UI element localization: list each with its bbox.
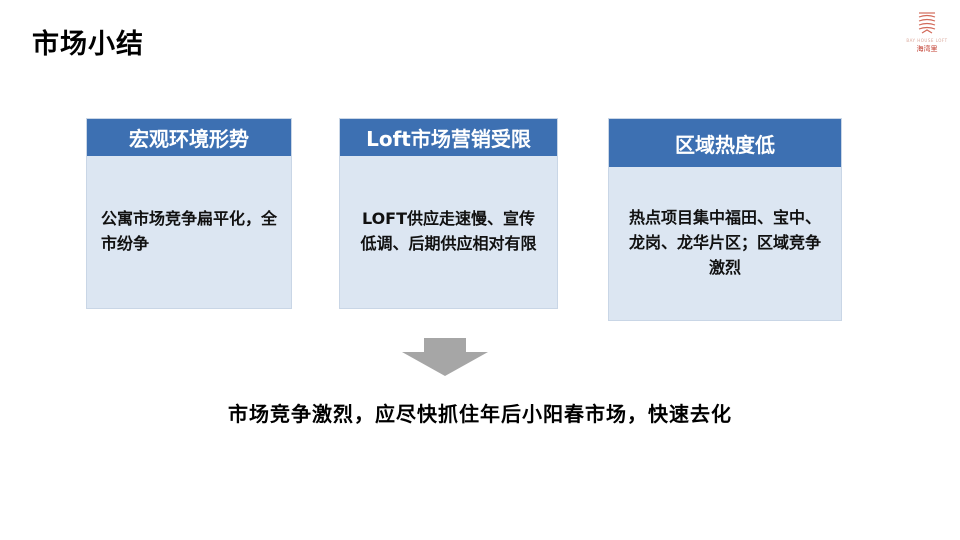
card-body: 公寓市场竞争扁平化，全市纷争: [87, 156, 291, 308]
card-header: 宏观环境形势: [87, 119, 291, 156]
logo-mark-icon: [918, 12, 936, 34]
card-body: 热点项目集中福田、宝中、龙岗、龙华片区；区域竞争激烈: [609, 167, 841, 320]
logo-subtitle: BAY HOUSE LOFT: [906, 38, 948, 43]
page-title: 市场小结: [32, 29, 144, 60]
conclusion-text: 市场竞争激烈，应尽快抓住年后小阳春市场，快速去化: [228, 402, 732, 426]
card-header: Loft市场营销受限: [340, 119, 557, 156]
logo-name: 海湾里: [916, 45, 938, 53]
card-loft-marketing: Loft市场营销受限 LOFT供应走速慢、宣传低调、后期供应相对有限: [339, 118, 558, 309]
card-text: 公寓市场竞争扁平化，全市纷争: [101, 209, 278, 253]
card-text: LOFT供应走速慢、宣传低调、后期供应相对有限: [360, 209, 537, 253]
down-arrow-icon: [402, 338, 488, 376]
card-macro-environment: 宏观环境形势 公寓市场竞争扁平化，全市纷争: [86, 118, 292, 309]
card-regional-heat: 区域热度低 热点项目集中福田、宝中、龙岗、龙华片区；区域竞争激烈: [608, 118, 842, 321]
card-text: 热点项目集中福田、宝中、龙岗、龙华片区；区域竞争激烈: [628, 208, 821, 277]
brand-logo: BAY HOUSE LOFT 海湾里: [902, 10, 952, 60]
card-header: 区域热度低: [609, 119, 841, 167]
card-body: LOFT供应走速慢、宣传低调、后期供应相对有限: [340, 156, 557, 308]
